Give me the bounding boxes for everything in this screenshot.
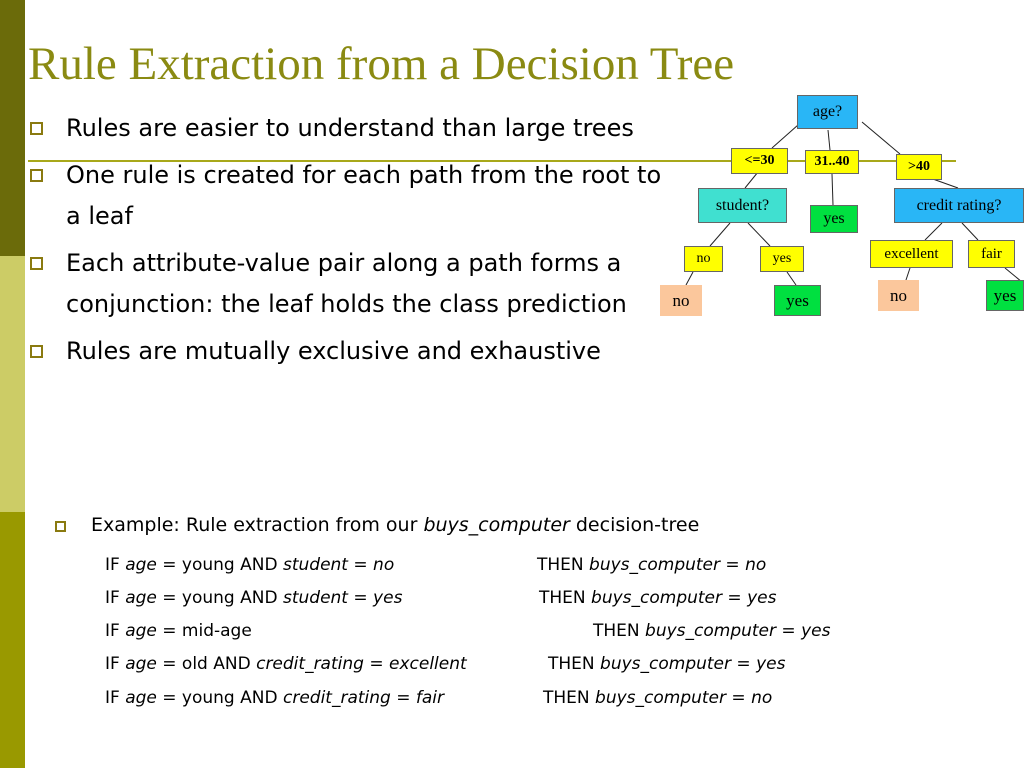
bullet-item: Rules are mutually exclusive and exhaust… — [28, 331, 678, 372]
tree-branch-student-yes: yes — [760, 246, 804, 272]
tree-branch-excellent: excellent — [870, 240, 953, 268]
example-line: Example: Rule extraction from our buys_c… — [54, 511, 699, 539]
square-bullet-icon — [30, 257, 43, 270]
rule-then-5: THEN buys_computer = no — [543, 688, 773, 708]
edge-yes-leaf1 — [786, 271, 797, 286]
edge-root-young — [771, 124, 799, 149]
rule-if-3: IF age = mid-age — [105, 621, 252, 641]
tree-branch-student-no: no — [684, 246, 723, 272]
edge-credit-exc — [924, 222, 943, 241]
sidebar-decoration — [0, 0, 25, 768]
square-bullet-icon — [30, 122, 43, 135]
edge-young-student — [744, 171, 759, 189]
title-underline — [28, 160, 956, 162]
rule-then-3: THEN buys_computer = yes — [593, 621, 831, 641]
tree-leaf-mid-yes: yes — [810, 205, 858, 233]
bullet-list: Rules are easier to understand than larg… — [28, 108, 678, 378]
bullet-item: Rules are easier to understand than larg… — [28, 108, 678, 149]
tree-leaf-yes-1: yes — [774, 285, 821, 316]
bullet-item: Each attribute-value pair along a path f… — [28, 243, 678, 325]
edge-root-mid — [827, 129, 831, 151]
edge-student-yes — [747, 222, 771, 247]
rule-then-2: THEN buys_computer = yes — [539, 588, 777, 608]
tree-leaf-no-2: no — [878, 280, 919, 311]
tree-leaf-yes-2: yes — [986, 280, 1024, 311]
edge-no-leaf1 — [685, 271, 694, 286]
edge-credit-fair — [961, 222, 979, 241]
sidebar-band-mid — [0, 256, 25, 512]
tree-leaf-no-1: no — [660, 285, 702, 316]
rule-then-1: THEN buys_computer = no — [537, 555, 767, 575]
rule-if-2: IF age = young AND student = yes — [105, 588, 403, 608]
edge-mid-yes — [831, 173, 834, 206]
sidebar-band-top — [0, 0, 25, 256]
rule-if-4: IF age = old AND credit_rating = excelle… — [105, 654, 467, 674]
bullet-text: Rules are mutually exclusive and exhaust… — [66, 337, 601, 365]
tree-node-credit: credit rating? — [894, 188, 1024, 223]
bullet-item: One rule is created for each path from t… — [28, 155, 678, 237]
edge-fair-leaf2 — [1004, 267, 1023, 283]
example-suffix: decision-tree — [569, 514, 700, 536]
rule-if-1: IF age = young AND student = no — [105, 555, 395, 575]
square-bullet-icon — [30, 345, 43, 358]
square-bullet-icon — [30, 169, 43, 182]
tree-branch-mid: 31..40 — [805, 150, 859, 174]
square-bullet-icon — [55, 521, 66, 532]
rule-if-5: IF age = young AND credit_rating = fair — [105, 688, 445, 708]
example-prefix: Example: Rule extraction from our — [91, 514, 424, 536]
tree-branch-young: <=30 — [731, 148, 788, 174]
bullet-text: One rule is created for each path from t… — [66, 161, 662, 230]
tree-branch-old: >40 — [896, 154, 942, 180]
tree-node-student: student? — [698, 188, 787, 223]
sidebar-band-bottom — [0, 512, 25, 768]
bullet-text: Rules are easier to understand than larg… — [66, 114, 634, 142]
edge-student-no — [709, 222, 731, 247]
edge-root-old — [861, 121, 901, 155]
tree-node-age: age? — [797, 95, 858, 129]
example-italic: buys_computer — [423, 514, 570, 536]
slide-title: Rule Extraction from a Decision Tree — [28, 38, 735, 90]
rule-then-4: THEN buys_computer = yes — [548, 654, 786, 674]
tree-branch-fair: fair — [968, 240, 1015, 268]
bullet-text: Each attribute-value pair along a path f… — [66, 249, 627, 318]
